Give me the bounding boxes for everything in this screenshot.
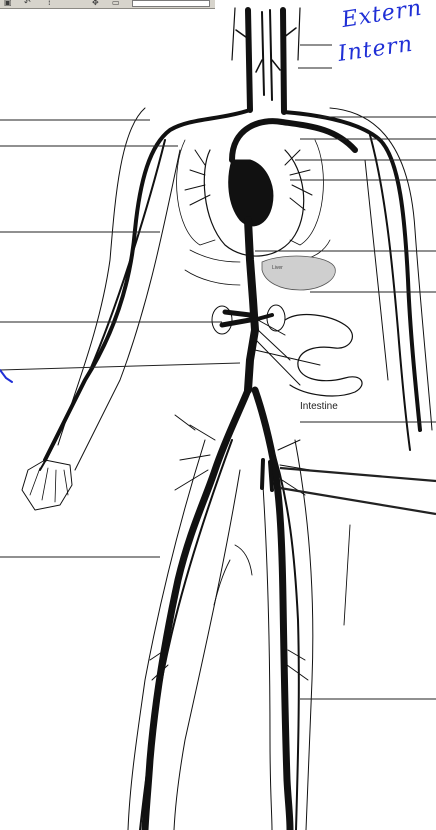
descending-aorta bbox=[248, 220, 255, 390]
neck-vessel-thin bbox=[262, 10, 272, 100]
kidney-right bbox=[267, 305, 285, 331]
pencil-sketch-left bbox=[214, 545, 252, 605]
neck-vessel-right bbox=[283, 10, 284, 112]
liver-shape bbox=[262, 256, 335, 290]
label-intestine: Intestine bbox=[300, 401, 338, 412]
leader-line-15 bbox=[280, 468, 436, 481]
knee-right-branches bbox=[287, 650, 308, 680]
label-liver: Liver bbox=[272, 265, 283, 271]
aortic-arch bbox=[232, 121, 355, 160]
kidney-branch-left bbox=[222, 312, 250, 325]
pen-mark-left bbox=[0, 370, 12, 382]
mesenteric-branches bbox=[255, 320, 320, 385]
lung-vessels-left bbox=[185, 150, 210, 205]
neck-branches bbox=[236, 28, 296, 72]
left-subclavian bbox=[45, 110, 250, 460]
leader-line-16 bbox=[280, 488, 436, 514]
left-leg-outline bbox=[128, 440, 240, 830]
intestine-coils bbox=[285, 315, 362, 396]
neck-vessel-left bbox=[248, 10, 250, 110]
left-arm-secondary bbox=[40, 140, 165, 470]
left-hand bbox=[22, 460, 72, 510]
pencil-sketch-right bbox=[344, 525, 350, 625]
left-iliac bbox=[145, 390, 248, 830]
kidney-left bbox=[212, 306, 232, 334]
leader-line-13 bbox=[0, 363, 240, 370]
heart-vessel bbox=[229, 160, 273, 226]
femoral-plexus bbox=[262, 460, 272, 490]
left-hand-veins bbox=[30, 468, 68, 502]
right-iliac bbox=[255, 390, 290, 830]
lung-outline-left bbox=[177, 140, 215, 245]
left-arm-outline bbox=[58, 108, 180, 470]
